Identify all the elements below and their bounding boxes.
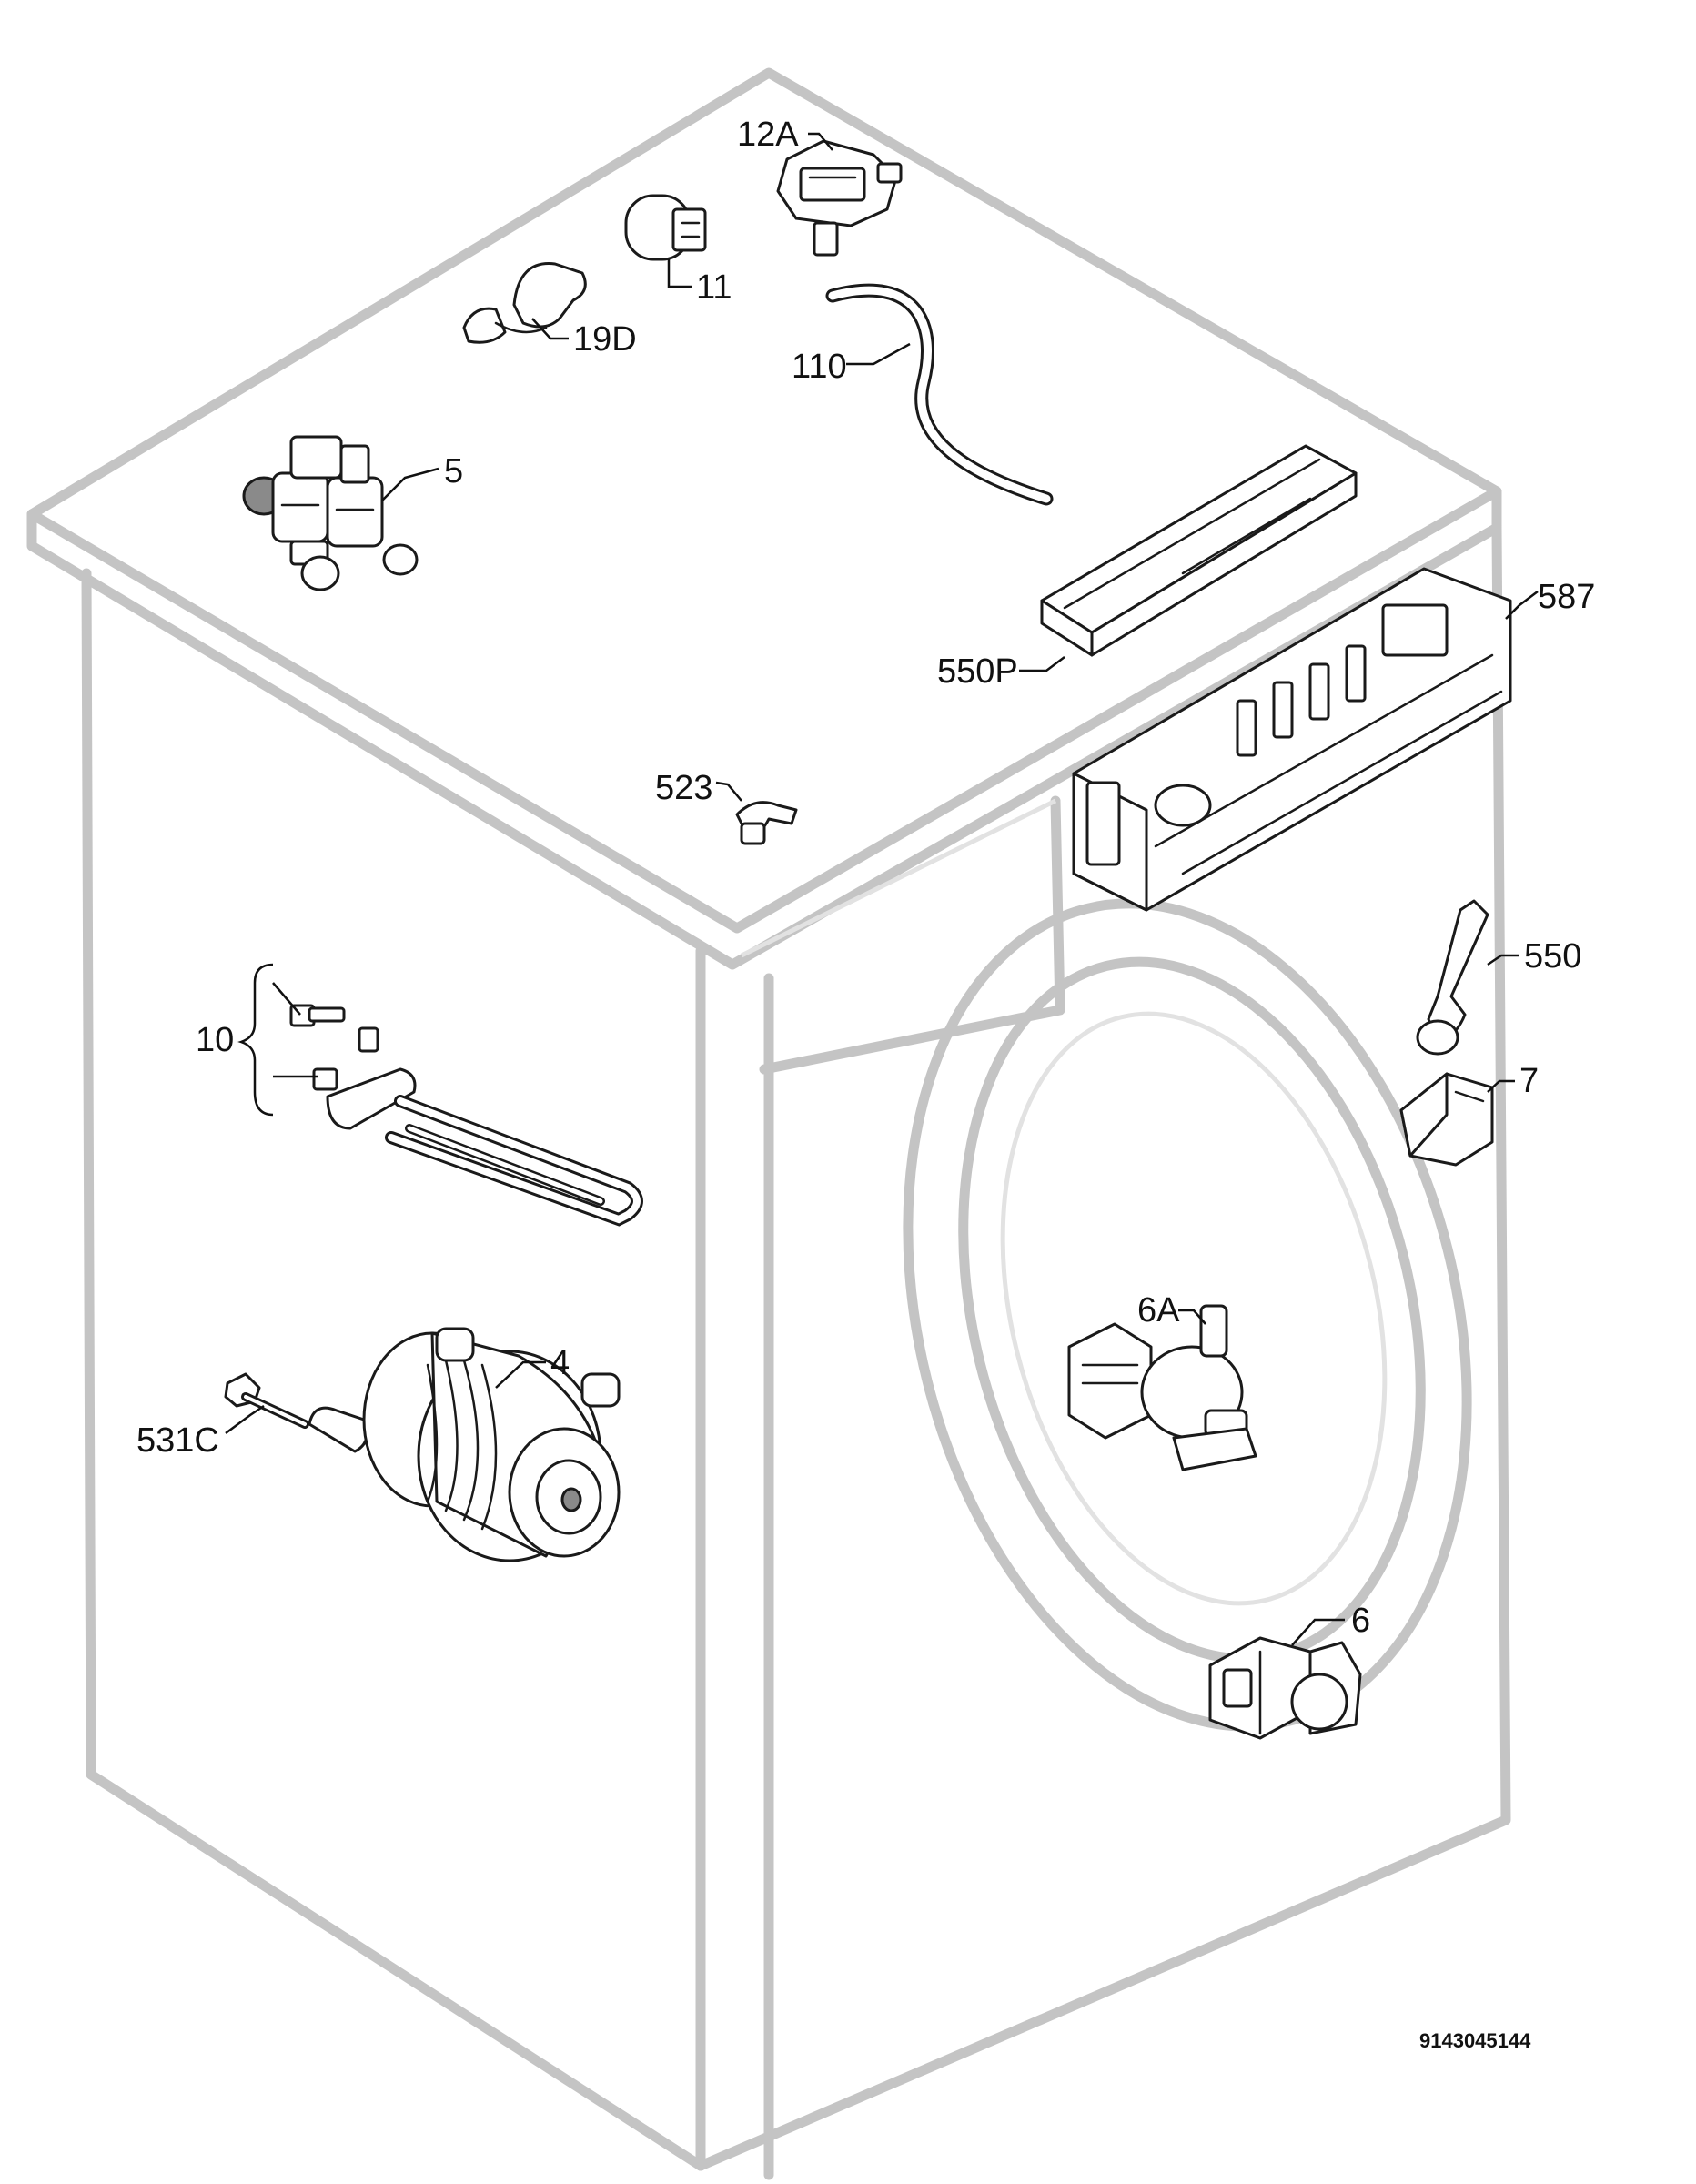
label-10: 10 xyxy=(196,1021,234,1059)
label-5: 5 xyxy=(444,452,463,490)
label-6: 6 xyxy=(1351,1602,1370,1640)
leader-lines xyxy=(225,132,1539,1646)
door-interlock-part xyxy=(1399,1072,1494,1167)
label-523: 523 xyxy=(655,769,712,807)
cable-clamp-part xyxy=(462,262,587,344)
label-587: 587 xyxy=(1538,578,1595,616)
drain-pump-6a-part xyxy=(1067,1304,1257,1471)
motor-part xyxy=(308,1327,621,1562)
label-110: 110 xyxy=(792,348,847,386)
label-7: 7 xyxy=(1519,1062,1539,1100)
label-4: 4 xyxy=(550,1344,570,1382)
inlet-valve-part xyxy=(242,435,419,592)
door-lever-part xyxy=(1416,899,1489,1056)
heating-element-part xyxy=(289,1004,643,1227)
small-clip-part xyxy=(735,801,798,845)
pressure-hose-part xyxy=(825,283,1054,506)
diagram-code: 9143045144 xyxy=(1419,2029,1531,2052)
drain-pump-6-part xyxy=(1208,1636,1362,1740)
label-550: 550 xyxy=(1524,937,1581,976)
label-12a: 12A xyxy=(737,116,799,154)
screw-part xyxy=(224,1372,309,1429)
label-531c: 531C xyxy=(136,1421,219,1460)
capacitor-part xyxy=(624,194,707,261)
label-19d: 19D xyxy=(573,320,637,359)
label-11: 11 xyxy=(696,268,732,307)
label-550p: 550P xyxy=(937,652,1018,691)
control-board-part xyxy=(1072,567,1512,912)
washer-cabinet xyxy=(26,67,1511,2180)
label-6a: 6A xyxy=(1137,1291,1180,1330)
panel-cover-part xyxy=(1040,444,1358,657)
callout-labels: 12A 11 19D 110 5 587 550P 523 550 7 10 6… xyxy=(136,116,1595,1640)
pressure-switch-part xyxy=(776,139,903,257)
